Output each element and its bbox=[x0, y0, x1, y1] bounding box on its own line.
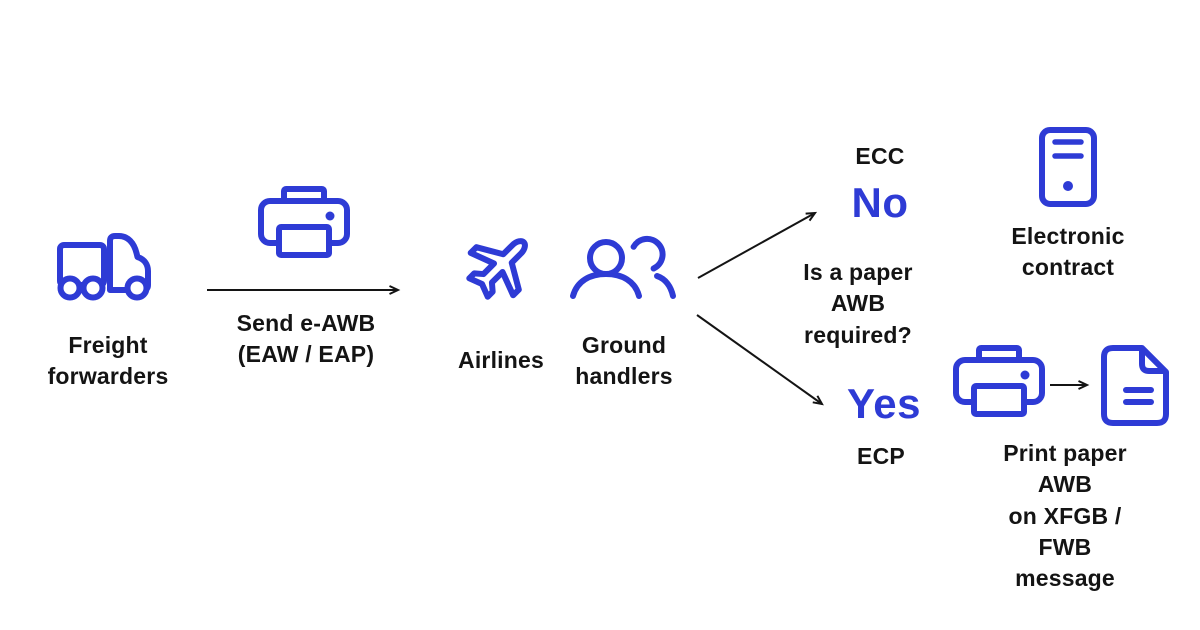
branch-yes-arrow bbox=[696, 314, 824, 406]
ecp-code-label: ECP bbox=[857, 443, 905, 469]
server-document-icon bbox=[1039, 127, 1097, 207]
printer-icon bbox=[258, 186, 350, 266]
branch-no-arrow bbox=[697, 211, 818, 279]
ground-handlers-label: Ground handlers bbox=[575, 332, 673, 390]
electronic-contract-label: Electronic contract bbox=[1011, 223, 1125, 281]
document-icon bbox=[1101, 345, 1169, 426]
freight-forwarders-label: Freight forwarders bbox=[47, 332, 169, 390]
airplane-icon bbox=[460, 228, 538, 306]
send-eawb-label: Send e-AWB (EAW / EAP) bbox=[236, 310, 376, 368]
print-paper-awb-label: Print paper AWB on XFGB / FWB message bbox=[1003, 440, 1127, 592]
decision-yes-label: Yes bbox=[847, 380, 921, 427]
ecc-code-label: ECC bbox=[855, 143, 905, 169]
printer-icon bbox=[953, 345, 1045, 425]
decision-question-label: Is a paper AWB required? bbox=[803, 259, 913, 348]
decision-no-label: No bbox=[851, 179, 909, 226]
truck-icon bbox=[57, 233, 157, 301]
airlines-label: Airlines bbox=[458, 347, 544, 373]
people-icon bbox=[570, 235, 676, 299]
